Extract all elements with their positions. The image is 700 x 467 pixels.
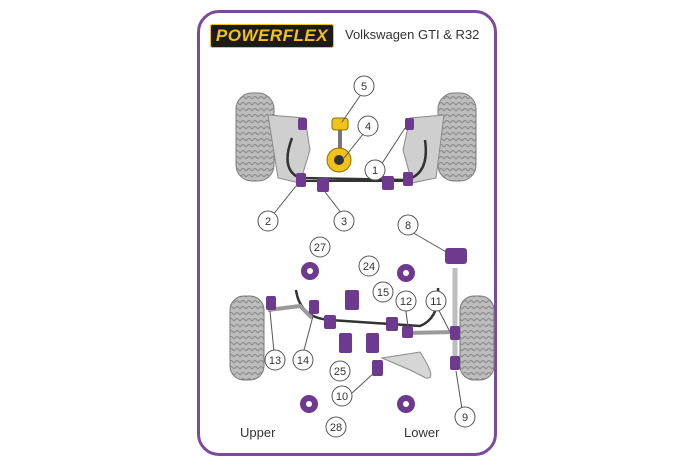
callout-1: 1 [364,159,386,181]
callout-9-label: 9 [462,412,468,424]
spring-pad-upper-28-hole [306,401,312,407]
callout-27: 27 [309,236,331,258]
callout-25: 25 [329,360,351,382]
callout-14-label: 14 [297,355,309,367]
callout-2-label: 2 [265,216,271,228]
rear-lower-arm [380,351,432,379]
diagram-card [197,10,497,456]
rear-right-tyre [459,295,495,381]
bush-front-arb-right [382,176,394,190]
bush-front-left-front [298,118,307,130]
bush-rear-12 [402,326,413,338]
callout-3-label: 3 [341,216,347,228]
callout-25-label: 25 [334,366,346,378]
front-right-wishbone [402,114,445,184]
bush-rear-14 [309,300,319,314]
diagram-title: Volkswagen GTI & R32 [345,27,480,42]
callout-3: 3 [333,210,355,232]
bush-rear-arb-left [324,315,336,329]
bush-front-arb-left [317,178,329,192]
callout-4: 4 [357,115,379,137]
powerflex-logo: POWERFLEX [210,24,334,48]
callout-8: 8 [397,214,419,236]
callout-9: 9 [454,406,476,428]
rear-trailing-link [404,330,456,335]
callout-15-label: 15 [377,287,389,299]
callout-12-label: 12 [400,296,412,308]
front-left-tyre [235,92,275,182]
bush-front-left-rear [296,173,306,187]
engine-mount-bush-centre [334,155,344,165]
front-right-tyre [437,92,477,182]
callout-13: 13 [264,349,286,371]
callout-11: 11 [425,290,447,312]
callout-5: 5 [353,75,375,97]
bush-rear-arb-right [386,317,398,331]
callout-4-label: 4 [365,121,371,133]
callout-8-label: 8 [405,220,411,232]
bush-rear-25-a [339,333,352,353]
bush-rear-25-b [366,333,379,353]
bush-rear-24 [345,290,359,310]
spring-pad-lower-27-hole [403,270,409,276]
callout-10: 10 [331,385,353,407]
callout-10-label: 10 [336,391,348,403]
callout-1-label: 1 [372,165,378,177]
callout-24: 24 [358,255,380,277]
spring-pad-upper-27-hole [307,268,313,274]
callout-12: 12 [395,290,417,312]
callout-2: 2 [257,210,279,232]
lower-label: Lower [404,425,440,440]
leader-lines [269,92,463,410]
bush-rear-9 [450,356,460,370]
callout-13-label: 13 [269,355,281,367]
bush-rear-8 [445,248,467,264]
callout-28: 28 [325,416,347,438]
callout-11-label: 11 [430,296,441,308]
rear-left-tyre [229,295,265,381]
callout-15: 15 [372,281,394,303]
bush-rear-13 [266,296,276,310]
callout-24-label: 24 [363,261,375,273]
rear-upper-arm [267,303,314,320]
bush-front-right-front [405,118,414,130]
callout-14: 14 [292,349,314,371]
callout-28-label: 28 [330,422,342,434]
engine-mount-insert [331,117,349,131]
bush-front-right-rear [403,172,413,186]
spring-pad-lower-28-hole [403,401,409,407]
callout-27-label: 27 [314,242,326,254]
upper-label: Upper [240,425,276,440]
callout-5-label: 5 [361,81,367,93]
front-anti-roll-bar [286,137,428,182]
bush-rear-11 [450,326,460,340]
